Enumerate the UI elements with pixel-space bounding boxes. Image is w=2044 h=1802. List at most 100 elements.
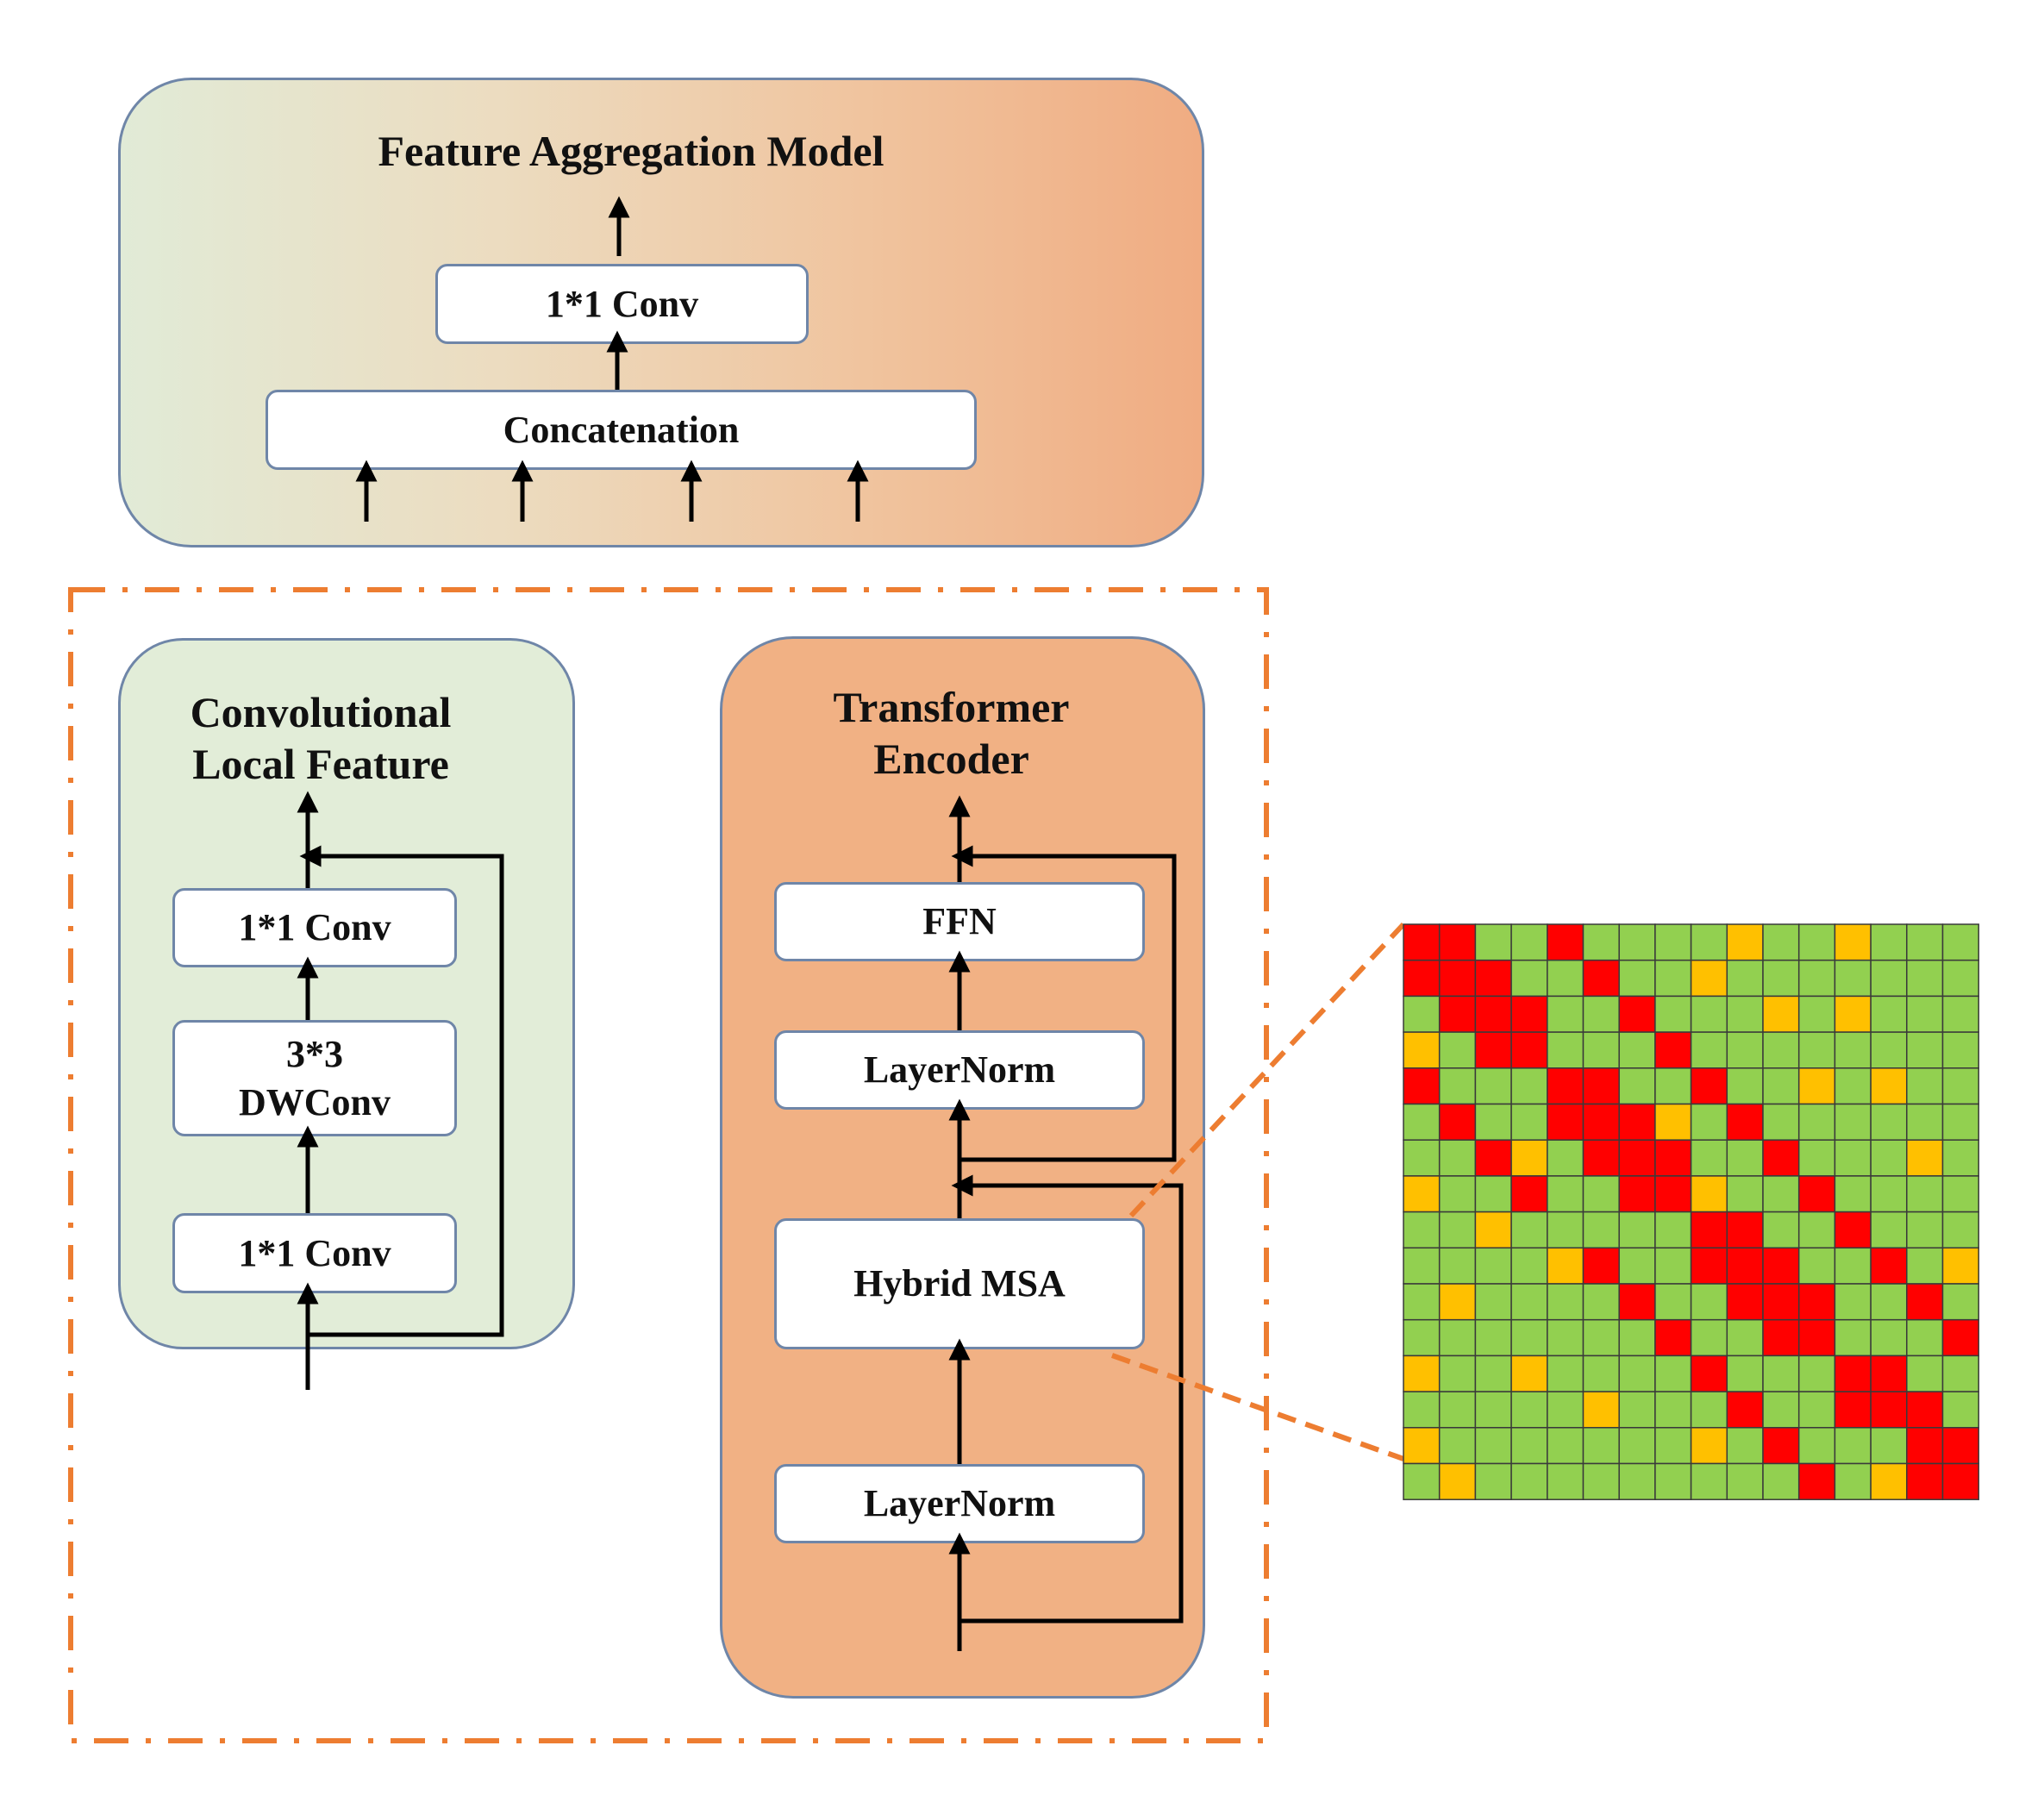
grid-cell-random xyxy=(1797,1067,1836,1105)
grid-cell-empty xyxy=(1941,1283,1979,1321)
grid-cell-diagonal xyxy=(1654,1031,1692,1069)
grid-cell-empty xyxy=(1726,1175,1764,1213)
grid-cell-diagonal xyxy=(1438,959,1477,998)
grid-cell-empty xyxy=(1547,1175,1585,1213)
grid-cell-empty xyxy=(1438,1318,1477,1357)
grid-cell-empty xyxy=(1582,1211,1620,1249)
grid-cell-empty xyxy=(1906,1103,1944,1141)
grid-cell-diagonal xyxy=(1870,1247,1908,1285)
grid-cell-empty xyxy=(1618,1247,1656,1285)
grid-cell-empty xyxy=(1797,1211,1836,1249)
grid-cell-empty xyxy=(1834,1031,1872,1069)
grid-cell-empty xyxy=(1690,1462,1728,1500)
grid-cell-empty xyxy=(1618,1031,1656,1069)
grid-cell-empty xyxy=(1941,1391,1979,1429)
grid-cell-empty xyxy=(1654,1067,1692,1105)
grid-cell-diagonal xyxy=(1726,1247,1764,1285)
grid-cell-empty xyxy=(1547,1139,1585,1177)
grid-cell-empty xyxy=(1403,1211,1441,1249)
grid-cell-empty xyxy=(1654,1391,1692,1429)
conv-title-line2: Local Feature xyxy=(192,740,449,788)
grid-cell-empty xyxy=(1547,1031,1585,1069)
grid-cell-empty xyxy=(1654,1355,1692,1392)
grid-cell-diagonal xyxy=(1726,1391,1764,1429)
grid-cell-diagonal xyxy=(1654,1139,1692,1177)
conv-top-1x1-block: 1*1 Conv xyxy=(172,888,457,967)
grid-cell-empty xyxy=(1582,995,1620,1033)
grid-cell-empty xyxy=(1547,1283,1585,1321)
grid-cell-empty xyxy=(1762,1103,1800,1141)
grid-cell-empty xyxy=(1906,1355,1944,1392)
transformer-panel-title: Transformer Encoder xyxy=(720,681,1183,785)
grid-cell-empty xyxy=(1834,1462,1872,1500)
grid-cell-random xyxy=(1438,1283,1477,1321)
grid-cell-empty xyxy=(1834,1283,1872,1321)
grid-cell-diagonal xyxy=(1510,995,1548,1033)
grid-cell-empty xyxy=(1547,1211,1585,1249)
conv-title-line1: Convolutional xyxy=(190,688,452,736)
conv-panel-title: Convolutional Local Feature xyxy=(118,686,523,790)
grid-cell-empty xyxy=(1906,959,1944,998)
grid-cell-empty xyxy=(1690,1318,1728,1357)
grid-cell-diagonal xyxy=(1582,1103,1620,1141)
grid-cell-random xyxy=(1582,1391,1620,1429)
grid-cell-empty xyxy=(1654,1247,1692,1285)
grid-cell-diagonal xyxy=(1797,1318,1836,1357)
grid-cell-empty xyxy=(1547,995,1585,1033)
grid-cell-empty xyxy=(1618,1427,1656,1465)
grid-cell-empty xyxy=(1762,1175,1800,1213)
grid-cell-diagonal xyxy=(1438,923,1477,961)
grid-cell-empty xyxy=(1690,1391,1728,1429)
grid-cell-empty xyxy=(1906,1175,1944,1213)
grid-cell-empty xyxy=(1582,1031,1620,1069)
grid-cell-diagonal xyxy=(1474,1031,1512,1069)
grid-cell-diagonal xyxy=(1547,923,1585,961)
grid-cell-empty xyxy=(1870,1103,1908,1141)
grid-cell-diagonal xyxy=(1582,1139,1620,1177)
grid-cell-empty xyxy=(1582,1427,1620,1465)
dwconv-line1: 3*3 xyxy=(286,1032,343,1075)
grid-cell-random xyxy=(1547,1247,1585,1285)
grid-cell-empty xyxy=(1941,1139,1979,1177)
grid-cell-empty xyxy=(1510,1103,1548,1141)
grid-cell-empty xyxy=(1762,1067,1800,1105)
grid-cell-empty xyxy=(1690,923,1728,961)
grid-cell-empty xyxy=(1403,1247,1441,1285)
grid-cell-empty xyxy=(1618,923,1656,961)
grid-cell-empty xyxy=(1618,1355,1656,1392)
grid-cell-empty xyxy=(1797,1247,1836,1285)
grid-cell-random xyxy=(1870,1462,1908,1500)
grid-cell-empty xyxy=(1870,995,1908,1033)
grid-cell-diagonal xyxy=(1762,1247,1800,1285)
grid-cell-empty xyxy=(1510,923,1548,961)
grid-cell-empty xyxy=(1726,995,1764,1033)
grid-cell-empty xyxy=(1906,1067,1944,1105)
grid-cell-empty xyxy=(1474,1103,1512,1141)
grid-cell-empty xyxy=(1762,1211,1800,1249)
grid-cell-empty xyxy=(1403,1391,1441,1429)
grid-cell-random xyxy=(1834,923,1872,961)
grid-cell-diagonal xyxy=(1438,995,1477,1033)
grid-cell-diagonal xyxy=(1762,1139,1800,1177)
grid-cell-empty xyxy=(1510,1247,1548,1285)
grid-cell-diagonal xyxy=(1547,1103,1585,1141)
grid-cell-empty xyxy=(1870,1427,1908,1465)
grid-cell-empty xyxy=(1547,1462,1585,1500)
grid-cell-random xyxy=(1474,1211,1512,1249)
grid-cell-empty xyxy=(1726,1427,1764,1465)
grid-cell-empty xyxy=(1510,1067,1548,1105)
grid-cell-diagonal xyxy=(1797,1462,1836,1500)
grid-cell-empty xyxy=(1762,1462,1800,1500)
grid-cell-empty xyxy=(1906,995,1944,1033)
grid-cell-diagonal xyxy=(1654,1175,1692,1213)
grid-cell-empty xyxy=(1510,1391,1548,1429)
grid-cell-diagonal xyxy=(1510,1031,1548,1069)
grid-cell-diagonal xyxy=(1690,1355,1728,1392)
grid-cell-empty xyxy=(1834,1139,1872,1177)
grid-cell-empty xyxy=(1690,1283,1728,1321)
grid-cell-diagonal xyxy=(1762,1427,1800,1465)
grid-cell-empty xyxy=(1690,1139,1728,1177)
ffn-residual-path xyxy=(951,845,1177,1162)
grid-cell-empty xyxy=(1797,1391,1836,1429)
aggregation-title: Feature Aggregation Model xyxy=(378,127,884,175)
